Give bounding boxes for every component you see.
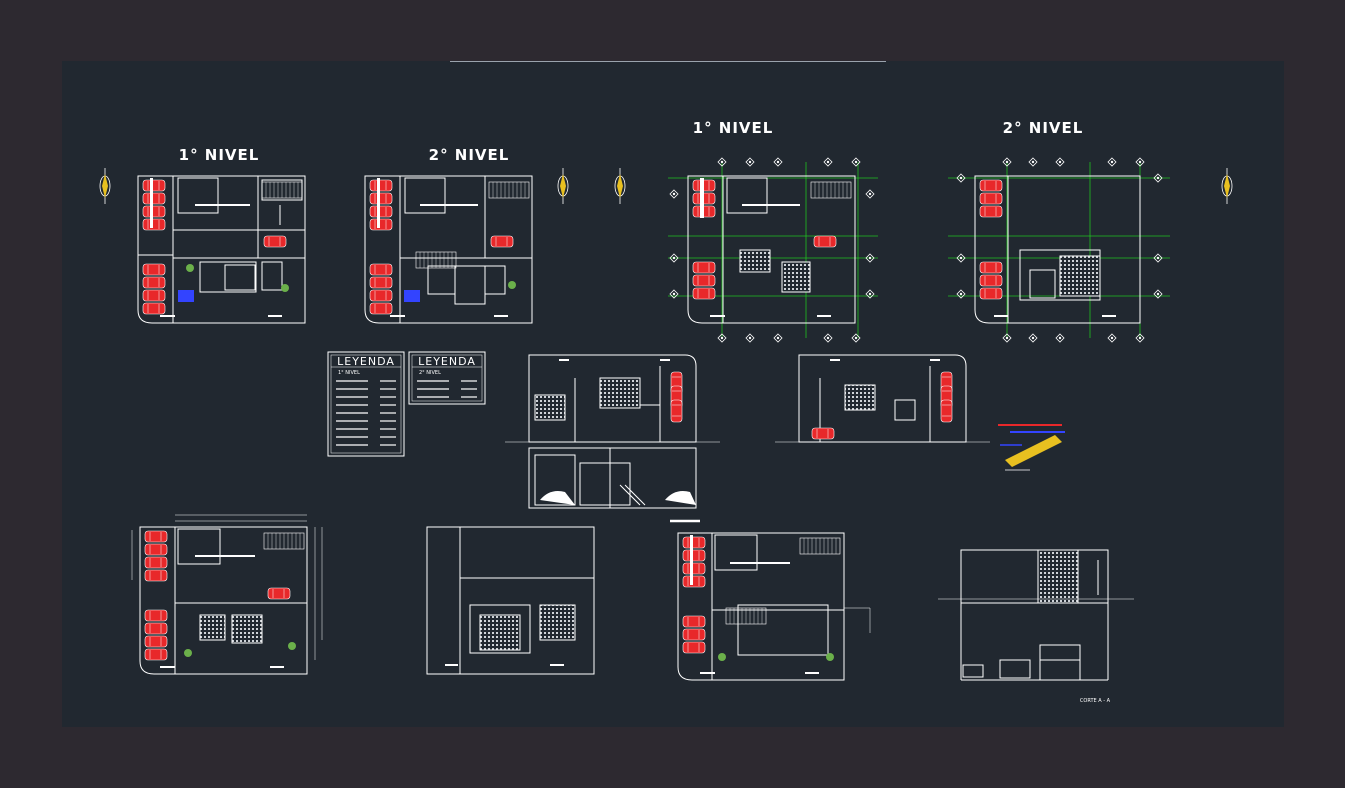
parking-cars [369, 178, 516, 315]
floor-plan-3-with-grid[interactable] [668, 157, 878, 343]
north-arrow-icon [614, 167, 626, 205]
cross-section-a-a[interactable] [938, 549, 1134, 681]
legend-table-2[interactable]: LEYENDA 2° NIVEL [408, 351, 486, 405]
isometric-detail [998, 424, 1065, 471]
plan-title: 1° NIVEL [693, 119, 774, 137]
north-arrow-icon [557, 167, 569, 205]
floor-plan-5-dimensioned[interactable] [131, 514, 323, 675]
legend-subtitle: 2° NIVEL [419, 370, 441, 376]
legend-subtitle: 1° NIVEL [338, 370, 360, 376]
section-label: CORTE A - A [1080, 698, 1111, 704]
section-view-2[interactable] [775, 354, 990, 443]
parking-cars [144, 530, 296, 661]
legend-title: LEYENDA [337, 355, 395, 368]
parking-cars [142, 178, 289, 315]
floor-plan-6[interactable] [426, 526, 595, 675]
parking-cars [682, 535, 834, 661]
parking-cars [811, 371, 953, 440]
plan-title: 1° NIVEL [179, 146, 260, 164]
legend-table-1[interactable]: LEYENDA 1° NIVEL [327, 351, 405, 457]
floor-plan-1[interactable] [137, 175, 306, 324]
floor-plan-4-with-grid[interactable] [948, 157, 1170, 343]
floor-plan-7[interactable] [670, 519, 871, 681]
floor-plan-2[interactable] [364, 175, 533, 324]
plan-title: 2° NIVEL [429, 146, 510, 164]
plan-title: 2° NIVEL [1003, 119, 1084, 137]
legend-title: LEYENDA [418, 355, 476, 368]
canvas-top-line [450, 61, 886, 62]
section-view-1[interactable] [505, 354, 720, 443]
north-arrow-icon [1221, 167, 1233, 205]
north-arrow-icon [99, 167, 111, 205]
elevation-view[interactable] [528, 447, 697, 509]
parking-cars [670, 371, 683, 423]
